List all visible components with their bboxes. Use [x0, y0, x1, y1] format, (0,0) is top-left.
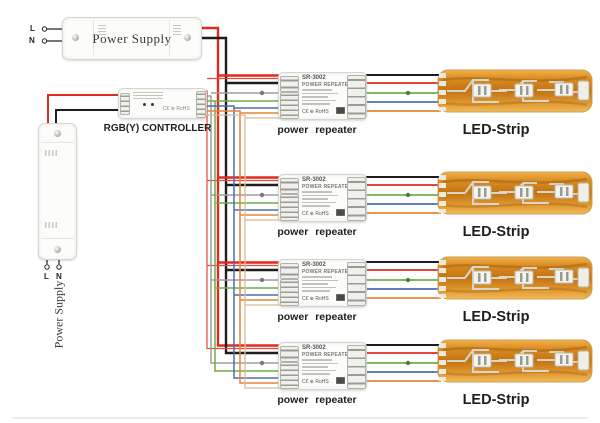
repeater-spec-lines	[302, 191, 338, 209]
screw-icon	[54, 246, 61, 253]
repeater-title-label: POWER REPEATER	[302, 351, 352, 358]
controller-led-indicator	[151, 103, 154, 106]
repeater-title-label: POWER REPEATER	[302, 81, 352, 88]
power-repeater: SR-3002 POWER REPEATER C€ ⊕ RoHS	[278, 342, 367, 390]
led-strip-caption: LED-Strip	[462, 224, 530, 240]
controller-input-terminals	[120, 93, 130, 115]
power-repeater-caption: power repeater	[277, 226, 357, 238]
controller-button	[143, 103, 146, 106]
controller-output-terminals	[196, 91, 206, 118]
repeater-cert-label: C€ ⊕ RoHS	[302, 296, 329, 302]
led-strip	[437, 69, 593, 113]
led-strip	[437, 171, 593, 215]
power-repeater: SR-3002 POWER REPEATER C€ ⊕ RoHS	[278, 174, 367, 222]
psu-top-terminal-l-label: L	[30, 24, 35, 33]
repeater-power-input-terminals	[280, 178, 299, 194]
controller-cert: C€ ⊕ RoHS	[163, 106, 190, 112]
led-strip	[437, 256, 593, 300]
repeater-barcode	[336, 107, 345, 114]
repeater-power-input-terminals	[280, 346, 299, 362]
repeater-power-input-terminals	[280, 263, 299, 279]
repeater-model-label: SR-3002	[302, 176, 326, 183]
repeater-signal-input-terminals	[280, 362, 299, 389]
top-power-supply: Power Supply	[62, 17, 202, 60]
background-shadow-line	[12, 417, 588, 419]
repeater-output-terminals	[347, 75, 366, 119]
repeater-spec-lines	[302, 276, 338, 294]
psu-seam	[41, 238, 74, 239]
repeater-model-label: SR-3002	[302, 261, 326, 268]
power-repeater-caption: power repeater	[277, 311, 357, 323]
psu-seam	[41, 142, 74, 143]
repeater-cert-label: C€ ⊕ RoHS	[302, 109, 329, 115]
psu-print-marks	[45, 150, 57, 156]
psu-side-terminal-n-label: N	[56, 272, 62, 281]
repeater-signal-input-terminals	[280, 92, 299, 119]
psu-top-terminal-n-label: N	[29, 36, 35, 45]
repeater-signal-input-terminals	[280, 194, 299, 221]
repeater-signal-input-terminals	[280, 279, 299, 306]
power-repeater-caption: power repeater	[277, 124, 357, 136]
repeater-cert-label: C€ ⊕ RoHS	[302, 379, 329, 385]
screw-icon	[184, 34, 191, 41]
repeater-cert-label: C€ ⊕ RoHS	[302, 211, 329, 217]
repeater-output-terminals	[347, 345, 366, 389]
psu-side-label: Power Supply	[51, 280, 66, 349]
psu-seam	[169, 20, 170, 55]
screw-icon	[54, 130, 61, 137]
power-repeater-caption: power repeater	[277, 394, 357, 406]
controller-caption: RGB(Y) CONTROLLER	[103, 123, 212, 134]
led-strip-caption: LED-Strip	[462, 392, 530, 408]
repeater-output-terminals	[347, 177, 366, 221]
controller-print-marks	[133, 92, 163, 101]
repeater-title-label: POWER REPEATER	[302, 268, 352, 275]
repeater-barcode	[336, 377, 345, 384]
repeater-power-input-terminals	[280, 76, 299, 92]
psu-side-terminal-l-label: L	[44, 272, 49, 281]
power-repeater: SR-3002 POWER REPEATER C€ ⊕ RoHS	[278, 259, 367, 307]
repeater-model-label: SR-3002	[302, 74, 326, 81]
repeater-barcode	[336, 209, 345, 216]
psu-print-marks	[98, 25, 106, 35]
power-repeater: SR-3002 POWER REPEATER C€ ⊕ RoHS	[278, 72, 367, 120]
led-strip	[437, 339, 593, 383]
repeater-spec-lines	[302, 359, 338, 377]
repeater-model-label: SR-3002	[302, 344, 326, 351]
psu-top-label: Power Supply	[92, 30, 172, 46]
screw-icon	[72, 34, 79, 41]
led-strip-caption: LED-Strip	[462, 309, 530, 325]
side-power-supply: Power Supply	[38, 123, 77, 348]
rgb-controller: C€ ⊕ RoHS	[118, 88, 207, 119]
psu-seam	[93, 20, 94, 55]
repeater-output-terminals	[347, 262, 366, 306]
psu-print-marks	[45, 222, 57, 228]
psu-print-marks	[173, 25, 181, 35]
repeater-barcode	[336, 294, 345, 301]
repeater-spec-lines	[302, 89, 338, 107]
repeater-title-label: POWER REPEATER	[302, 183, 352, 190]
led-strip-caption: LED-Strip	[462, 122, 530, 138]
